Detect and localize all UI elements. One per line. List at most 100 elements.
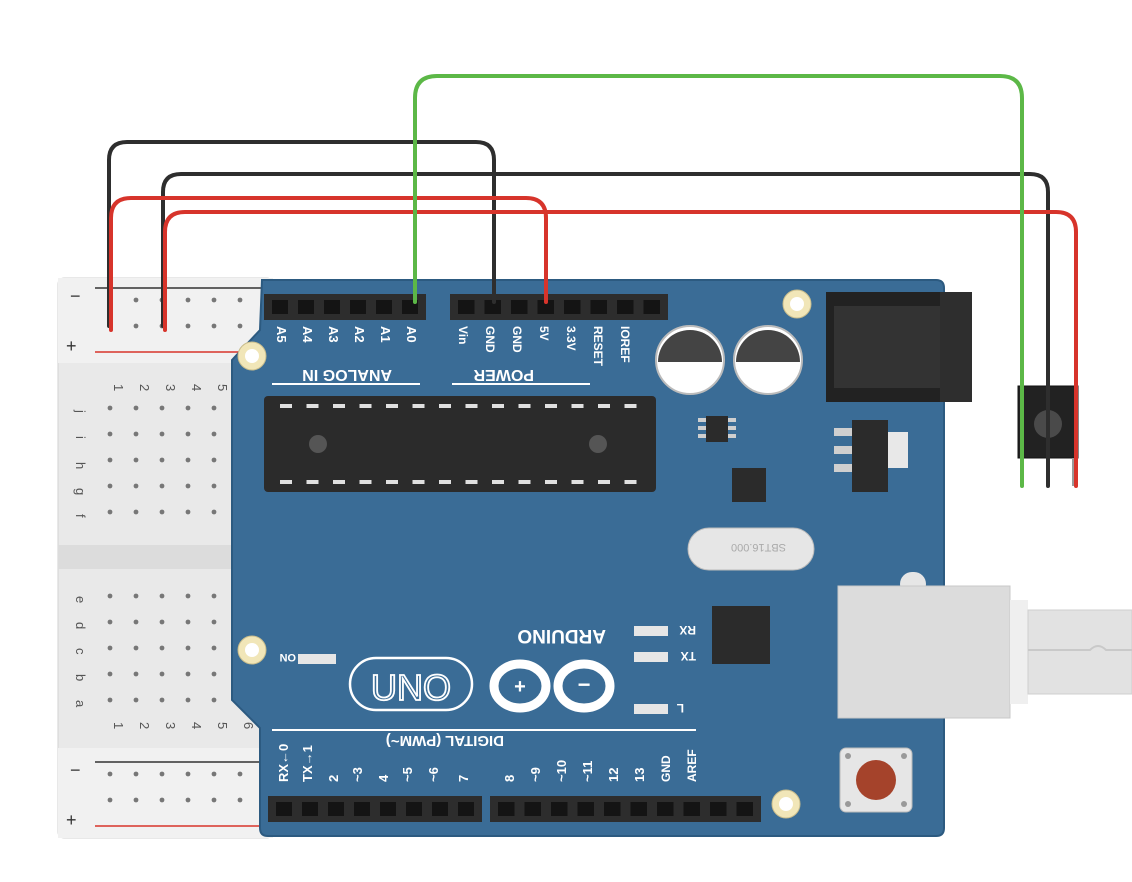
header-socket[interactable] — [511, 300, 528, 314]
header-socket[interactable] — [564, 300, 581, 314]
breadboard-hole — [133, 645, 139, 651]
breadboard-hole — [185, 797, 191, 803]
header-socket[interactable] — [380, 802, 396, 816]
pin-label: A4 — [300, 326, 315, 343]
pin-label: 2 — [326, 775, 341, 782]
wires — [107, 74, 1078, 488]
header-socket[interactable] — [577, 802, 595, 816]
chip-leg — [306, 480, 319, 484]
bottom-rail-minus-label: − — [70, 760, 81, 780]
header-socket[interactable] — [537, 300, 555, 314]
pin-label: ~5 — [400, 767, 415, 782]
breadboard-hole — [185, 509, 191, 515]
header-socket[interactable] — [630, 802, 648, 816]
crystal-text: SBT16.000 — [731, 541, 786, 553]
breadboard-hole — [133, 593, 139, 599]
row-letter: i — [73, 436, 88, 439]
header-socket[interactable] — [406, 802, 422, 816]
header-socket[interactable] — [324, 300, 340, 314]
brand-text: ARDUINO — [517, 625, 606, 646]
breadboard-hole — [185, 671, 191, 677]
pin-label: A2 — [352, 326, 367, 343]
header-socket[interactable] — [683, 802, 701, 816]
header-socket[interactable] — [484, 300, 502, 314]
header-socket[interactable] — [458, 802, 474, 816]
header-socket[interactable] — [524, 802, 542, 816]
header-body — [450, 294, 668, 320]
header-socket[interactable] — [736, 802, 754, 816]
breadboard-hole — [159, 697, 165, 703]
header-socket[interactable] — [276, 802, 292, 816]
breadboard-hole — [159, 645, 165, 651]
led-tx: TX — [634, 649, 696, 663]
pin-label: Vin — [456, 326, 470, 344]
header-socket[interactable] — [710, 802, 727, 816]
digital-pin-labels-low: RX←0 TX→1 2 ~3 4 ~5 ~6 7 — [276, 744, 471, 782]
chip-leg — [598, 404, 610, 408]
header-socket[interactable] — [302, 802, 318, 816]
breadboard-hole — [185, 645, 191, 651]
column-number: 2 — [137, 384, 152, 391]
breadboard-hole — [211, 457, 217, 463]
chip-leg — [439, 480, 451, 484]
column-number: 5 — [215, 722, 230, 729]
pin-label: A0 — [404, 326, 419, 343]
header-socket[interactable] — [604, 802, 621, 816]
signal-wire — [413, 74, 1024, 488]
header-socket[interactable] — [643, 300, 661, 314]
header-socket[interactable] — [590, 300, 608, 314]
breadboard-hole — [211, 297, 217, 303]
header-socket[interactable] — [354, 802, 370, 816]
breadboard-hole — [237, 771, 243, 777]
led-l: L — [634, 701, 684, 715]
header-socket[interactable] — [551, 802, 568, 816]
header-socket[interactable] — [657, 802, 674, 816]
atmega-chip — [264, 396, 656, 492]
chip-leg — [412, 480, 425, 484]
column-number: 6 — [241, 722, 256, 729]
header-socket[interactable] — [328, 802, 344, 816]
breadboard-hole — [133, 509, 139, 515]
pin-label: A5 — [274, 326, 289, 343]
chip-leg — [280, 480, 292, 484]
chip-leg — [545, 404, 557, 408]
pin-label: ~9 — [528, 767, 543, 782]
chip-leg — [386, 480, 398, 484]
small-ic-pins — [698, 418, 736, 438]
column-number: 1 — [111, 384, 126, 391]
header-socket[interactable] — [376, 300, 392, 314]
pin-label: IOREF — [618, 326, 632, 363]
header-socket[interactable] — [272, 300, 288, 314]
crystal-oscillator: SBT16.000 — [687, 527, 815, 571]
gnd-wire-2 — [161, 172, 1050, 488]
vcc-wire-1 — [109, 196, 548, 332]
pin-label: GND — [659, 755, 673, 782]
pin-label: RESET — [591, 326, 605, 367]
breadboard-hole — [107, 509, 113, 515]
header-socket[interactable] — [350, 300, 366, 314]
breadboard-hole — [211, 405, 217, 411]
breadboard-bottom-rail — [58, 748, 273, 838]
header-socket[interactable] — [458, 300, 475, 314]
header-socket[interactable] — [617, 300, 634, 314]
breadboard-hole — [159, 457, 165, 463]
pin-label: A1 — [378, 326, 393, 343]
chip-leg — [465, 480, 478, 484]
small-ic — [706, 416, 728, 442]
capacitor — [655, 325, 725, 395]
header-socket[interactable] — [498, 802, 515, 816]
breadboard-hole — [185, 457, 191, 463]
breadboard-hole — [211, 593, 217, 599]
breadboard-hole — [211, 619, 217, 625]
row-letter: d — [73, 622, 88, 629]
header-socket[interactable] — [432, 802, 448, 816]
led-on: ON — [279, 651, 336, 664]
breadboard-hole — [107, 697, 113, 703]
header-socket[interactable] — [298, 300, 314, 314]
digital-pin-labels-high: 8 ~9 ~10 ~11 12 13 GND AREF — [502, 749, 699, 782]
reset-button[interactable] — [839, 747, 913, 813]
pin-label: GND — [483, 326, 497, 353]
row-letter: g — [73, 488, 88, 495]
breadboard-hole — [159, 405, 165, 411]
breadboard-hole — [159, 593, 165, 599]
